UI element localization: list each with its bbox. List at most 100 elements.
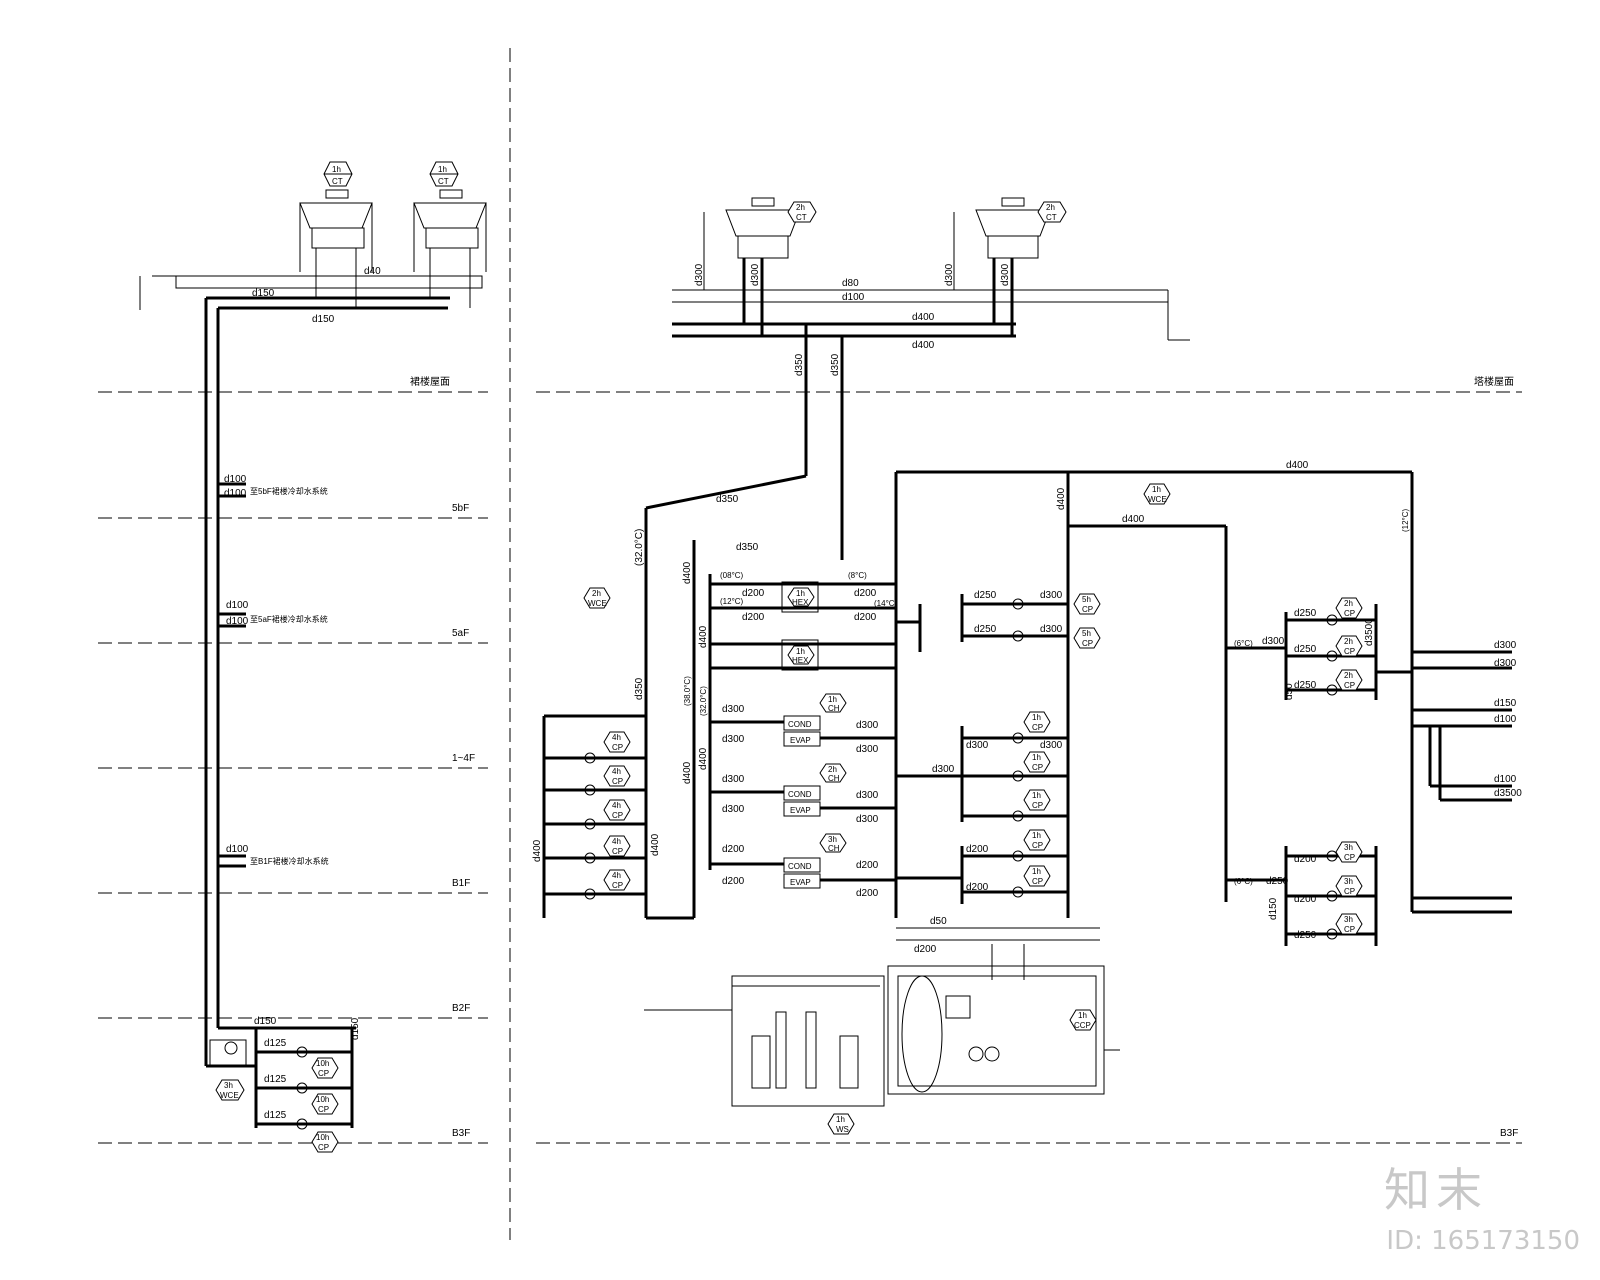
svg-text:1h: 1h (836, 1115, 845, 1124)
svg-text:d150: d150 (312, 314, 335, 325)
svg-text:CP: CP (1344, 647, 1355, 656)
svg-text:2h: 2h (1344, 599, 1353, 608)
svg-text:CP: CP (1082, 605, 1093, 614)
svg-text:d150: d150 (1494, 698, 1517, 709)
svg-text:d300: d300 (722, 774, 745, 785)
floor-lines-right (536, 391, 1522, 1144)
svg-text:COND: COND (788, 862, 812, 871)
svg-text:2h: 2h (1344, 671, 1353, 680)
svg-text:d100: d100 (226, 616, 249, 627)
svg-text:5h: 5h (1082, 595, 1091, 604)
svg-text:d125: d125 (264, 1110, 287, 1121)
svg-text:d100: d100 (226, 844, 249, 855)
right-cooling-towers (703, 197, 1051, 290)
svg-text:d350: d350 (634, 677, 645, 700)
svg-text:d100: d100 (1494, 714, 1517, 725)
svg-text:10h: 10h (316, 1133, 329, 1142)
svg-text:CP: CP (1032, 723, 1043, 732)
left-pumps (296, 1046, 308, 1130)
svg-text:1h: 1h (1078, 1011, 1087, 1020)
svg-text:d100: d100 (226, 600, 249, 611)
svg-text:4h: 4h (612, 837, 621, 846)
svg-text:d100: d100 (224, 474, 247, 485)
svg-text:d300: d300 (932, 764, 955, 775)
svg-text:1h: 1h (1152, 485, 1161, 494)
svg-text:d300: d300 (722, 704, 745, 715)
mid-pump-rows (896, 594, 1068, 904)
svg-text:d400: d400 (532, 839, 543, 862)
svg-text:d200: d200 (966, 882, 989, 893)
svg-text:d200: d200 (854, 612, 877, 623)
svg-text:COND: COND (788, 720, 812, 729)
svg-text:(6°C): (6°C) (1234, 639, 1253, 648)
svg-text:(32.0°C): (32.0°C) (634, 529, 645, 566)
svg-text:1h: 1h (796, 589, 805, 598)
svg-text:至B1F裙楼冷却水系统: 至B1F裙楼冷却水系统 (250, 856, 329, 866)
svg-text:d250: d250 (1294, 608, 1317, 619)
svg-text:CP: CP (1032, 877, 1043, 886)
svg-text:CT: CT (796, 213, 807, 222)
svg-text:(38.0°C): (38.0°C) (683, 676, 692, 706)
svg-text:3h: 3h (224, 1081, 233, 1090)
svg-text:d400: d400 (698, 625, 709, 648)
svg-text:d150: d150 (350, 1017, 361, 1040)
svg-text:d125: d125 (264, 1038, 287, 1049)
svg-text:1h: 1h (1032, 713, 1041, 722)
svg-text:CH: CH (828, 844, 840, 853)
floor-label: 裙楼屋面 (410, 375, 450, 388)
svg-text:EVAP: EVAP (790, 806, 811, 815)
svg-text:2h: 2h (592, 589, 601, 598)
svg-text:d200: d200 (856, 888, 879, 899)
svg-text:d200: d200 (742, 588, 765, 599)
watermark-logo: 知末 (1384, 1163, 1488, 1217)
svg-text:WCE: WCE (1148, 495, 1167, 504)
svg-text:CT: CT (1046, 213, 1057, 222)
svg-text:d300: d300 (1262, 636, 1285, 647)
left-pump-rows (544, 752, 646, 900)
svg-text:d400: d400 (650, 833, 661, 856)
floor-label: 5aF (452, 628, 469, 639)
svg-text:4h: 4h (612, 767, 621, 776)
svg-text:CP: CP (318, 1105, 329, 1114)
temperature-labels: (08°C) (12°C) (8°C) (14°C) (38.0°C) (32.… (683, 508, 1410, 886)
svg-text:COND: COND (788, 790, 812, 799)
right-main-loop (542, 470, 1414, 941)
floor-labels-left: 裙楼屋面 5bF 5aF 1~4F B1F B2F B3F (410, 375, 475, 1139)
svg-text:1h: 1h (1032, 791, 1041, 800)
right-pipe-labels: d400 d400 d400 d400 d400 d400 d400 d400 … (532, 460, 1522, 955)
svg-text:至5aF裙楼冷却水系统: 至5aF裙楼冷却水系统 (250, 614, 328, 624)
svg-text:d200: d200 (914, 944, 937, 955)
svg-text:d200: d200 (722, 844, 745, 855)
svg-text:WS: WS (836, 1125, 849, 1134)
svg-text:1h: 1h (1032, 831, 1041, 840)
svg-text:d250: d250 (974, 624, 997, 635)
ct-tag: 1h CT (429, 161, 459, 187)
floor-label: 1~4F (452, 753, 475, 764)
svg-text:d400: d400 (912, 340, 935, 351)
floor-label: B3F (452, 1128, 470, 1139)
right-pump-rows (1226, 604, 1512, 946)
svg-text:d3500: d3500 (1364, 618, 1375, 646)
svg-text:(12°C): (12°C) (1401, 508, 1410, 532)
